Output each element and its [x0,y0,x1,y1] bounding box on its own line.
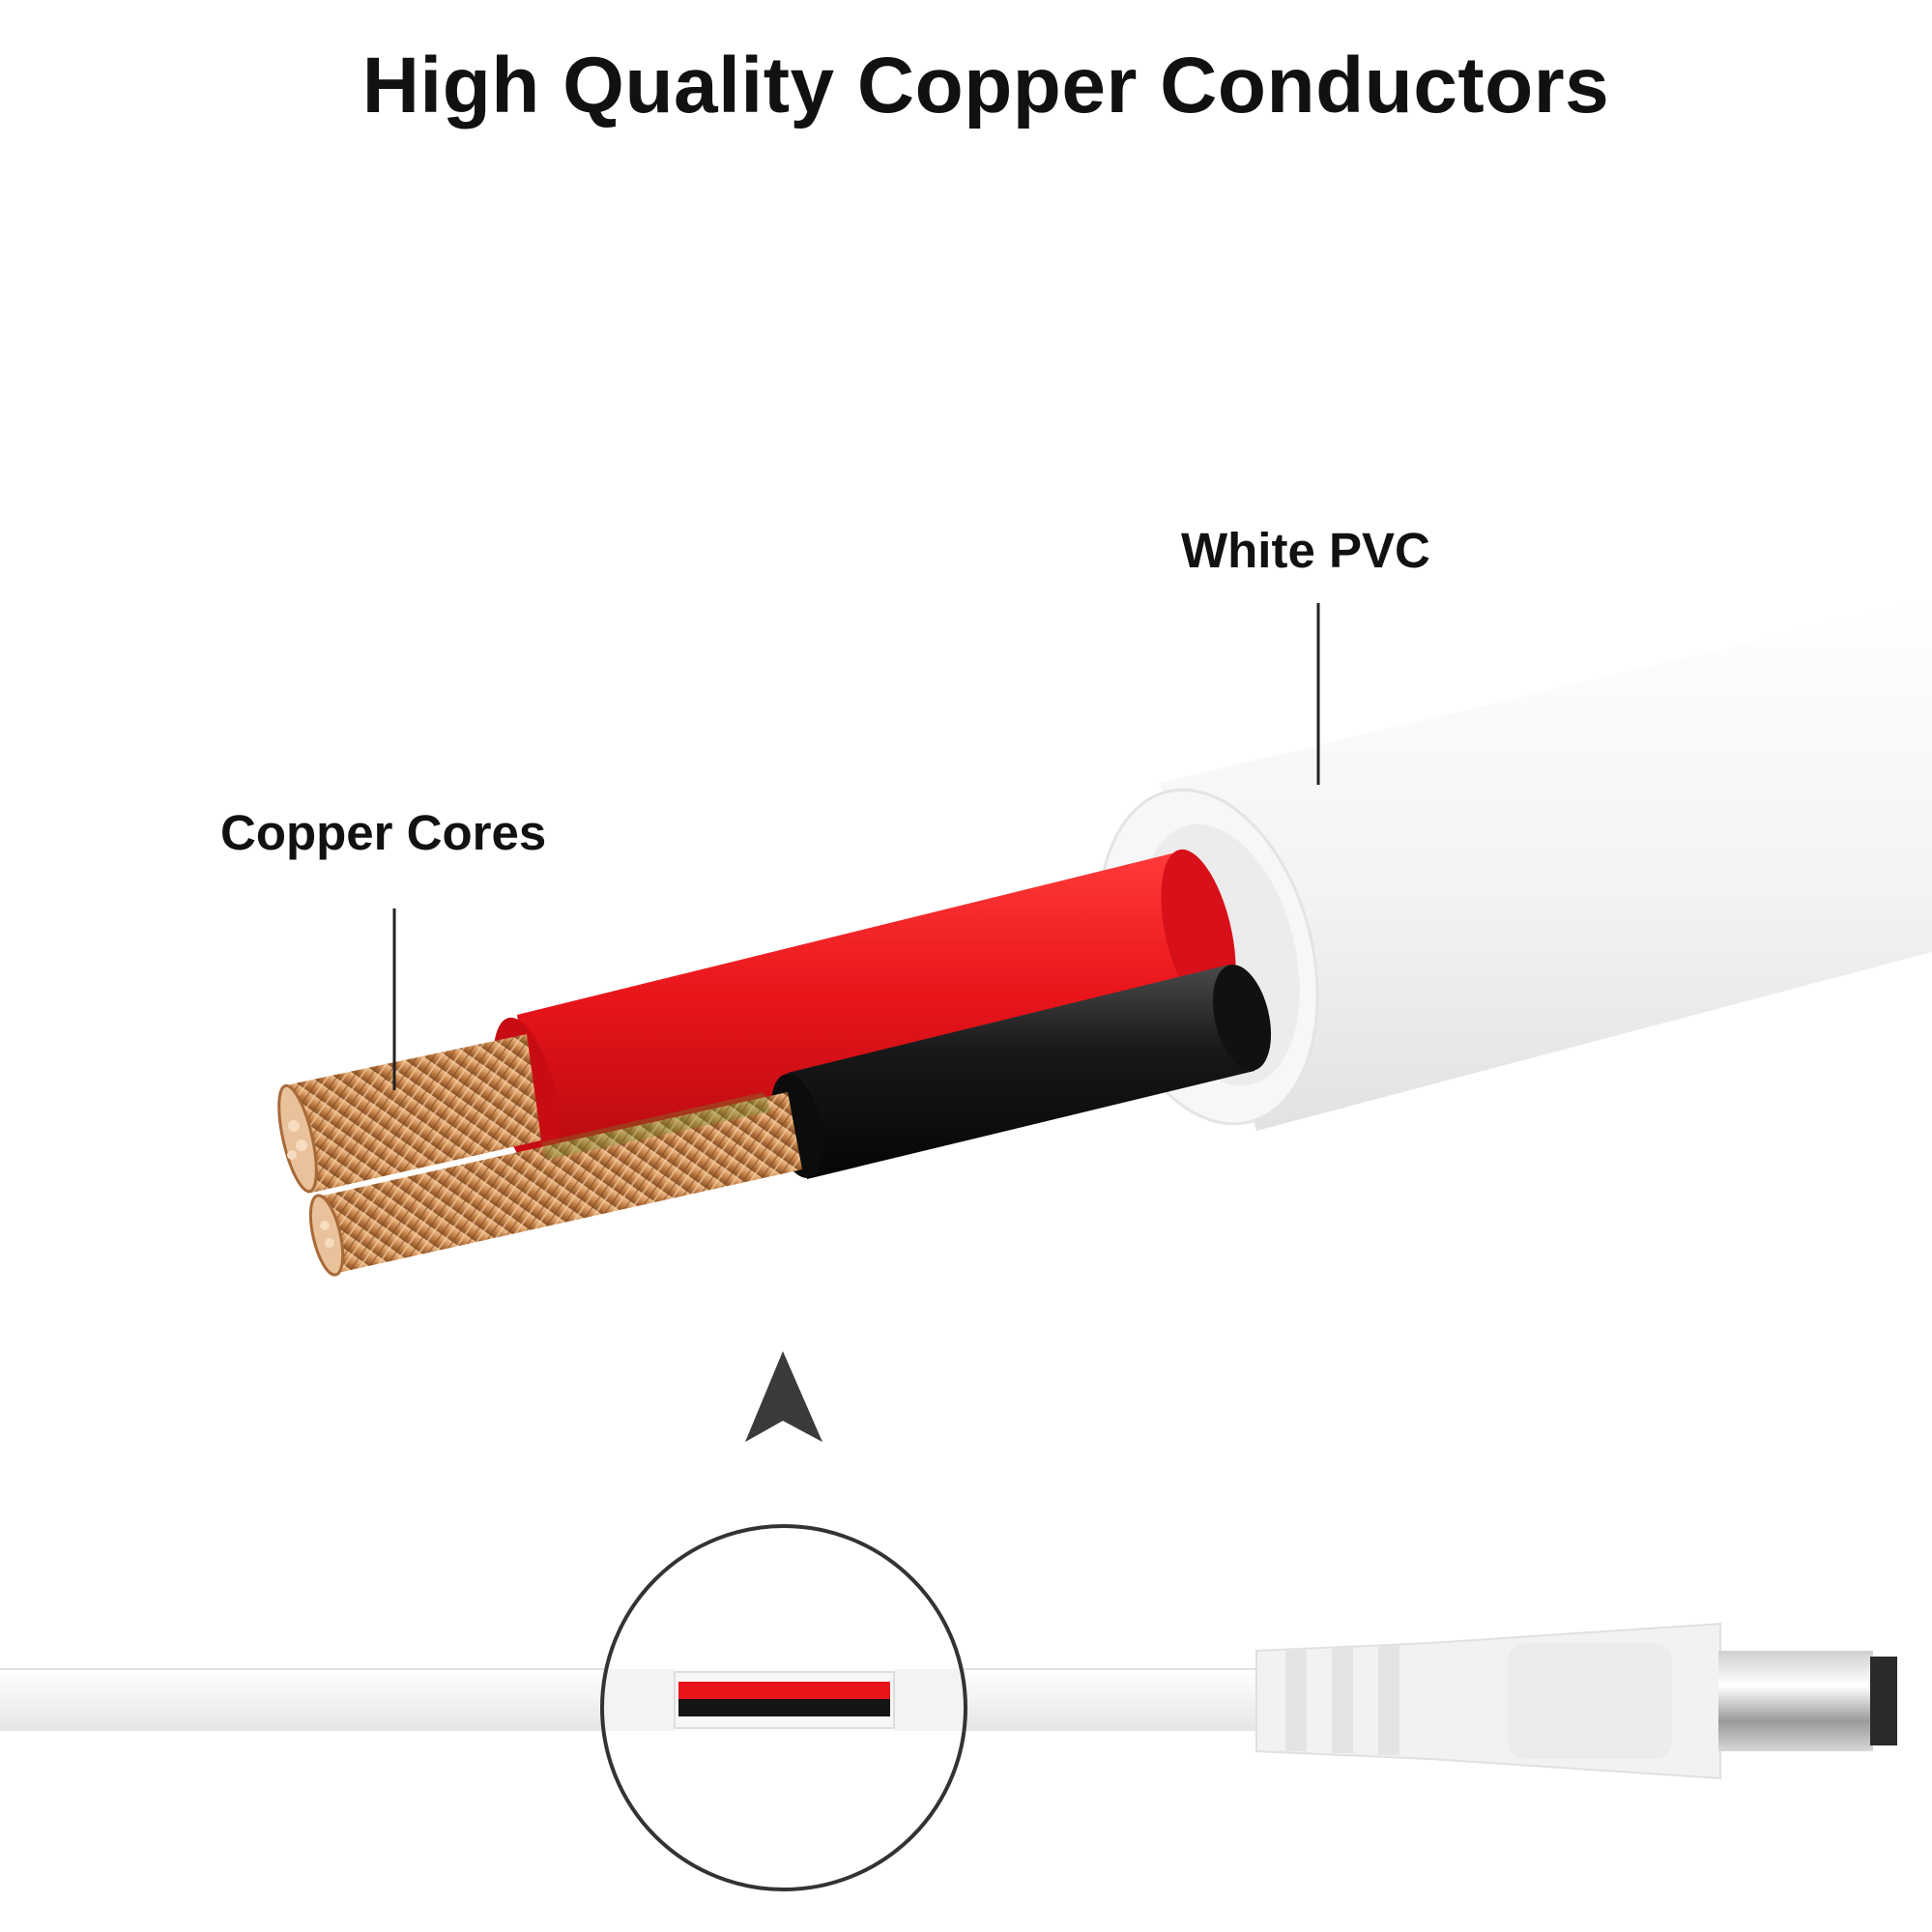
magnifier-circle [600,1524,967,1891]
dc-cable-with-plug [0,1622,1897,1780]
label-white-pvc: White PVC [1181,523,1430,578]
black-conductor [308,965,1272,1277]
pointer-arrow-icon [745,1351,822,1442]
page-title: High Quality Copper Conductors [361,42,1610,130]
label-copper-cores: Copper Cores [220,805,547,860]
